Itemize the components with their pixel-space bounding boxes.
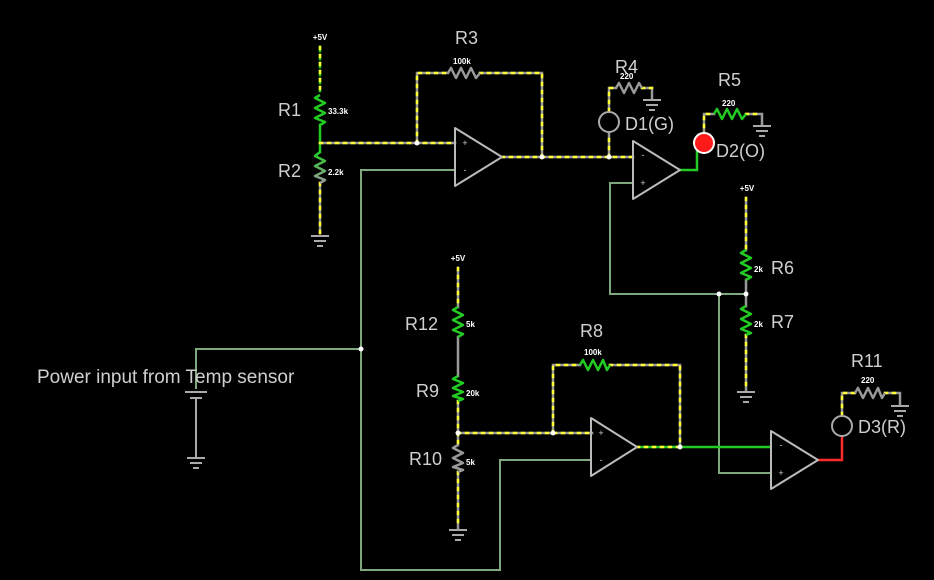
resistor-r3[interactable]	[446, 66, 481, 80]
led-d2-label: D2(O)	[716, 141, 765, 161]
ground-icon	[737, 391, 755, 403]
resistor-r7-ref: R7	[771, 312, 794, 332]
opamp-1[interactable]	[454, 127, 503, 187]
opamp-2-plus: +	[640, 178, 645, 188]
resistor-r12-ref: R12	[405, 314, 438, 334]
resistor-r4-value: 220	[620, 72, 634, 81]
opamp-2[interactable]	[632, 140, 681, 200]
resistor-r5[interactable]	[712, 107, 747, 121]
resistor-r5-ref: R5	[718, 70, 741, 90]
resistor-r11[interactable]	[853, 386, 887, 400]
resistor-r5-value: 220	[722, 99, 736, 108]
ground-icon	[311, 235, 329, 247]
resistor-r9[interactable]	[451, 374, 465, 403]
resistor-r8-ref: R8	[580, 321, 603, 341]
opamp-1-minus: -	[464, 165, 467, 175]
ground-icon	[187, 457, 205, 469]
resistor-r7-value: 2k	[754, 320, 763, 329]
ground-icon	[449, 529, 467, 541]
wire	[195, 348, 362, 389]
ground-icon	[643, 99, 661, 111]
wire	[415, 71, 544, 159]
resistor-r11-value: 220	[861, 376, 875, 385]
opamp-3[interactable]	[770, 430, 819, 490]
wire	[360, 169, 591, 571]
resistor-r4[interactable]	[614, 81, 644, 95]
resistor-r6-value: 2k	[754, 265, 763, 274]
ground-icon	[891, 405, 909, 417]
resistor-r10-value: 5k	[466, 458, 475, 467]
source-label: Power input from Temp sensor	[37, 367, 295, 388]
ground-icon	[753, 125, 771, 137]
led-d3-icon[interactable]	[831, 415, 853, 437]
resistor-r4-ref: R4	[615, 57, 638, 77]
opamp-3-minus: -	[780, 440, 783, 450]
led-d1-label: D1(G)	[625, 114, 674, 134]
resistor-r8-value: 100k	[584, 348, 602, 357]
opamp-2-minus: -	[642, 150, 645, 160]
resistor-r1[interactable]	[313, 93, 327, 127]
wire	[718, 293, 771, 474]
resistor-r6[interactable]	[739, 248, 753, 282]
current-dots	[318, 45, 902, 530]
opamp-4-minus: -	[600, 455, 603, 465]
resistor-r6-ref: R6	[771, 258, 794, 278]
resistor-r9-ref: R9	[416, 381, 439, 401]
ground-symbols	[187, 99, 909, 541]
wire	[678, 150, 699, 172]
led-d1-icon[interactable]	[598, 111, 620, 133]
led-d3-label: D3(R)	[858, 417, 906, 437]
opamp-4[interactable]	[590, 417, 638, 477]
junctions	[358, 140, 749, 450]
opamp-4-plus: +	[598, 428, 603, 438]
resistor-r2[interactable]	[313, 151, 327, 185]
resistor-r3-ref: R3	[455, 28, 478, 48]
resistor-r10[interactable]	[451, 443, 465, 474]
resistor-r9-value: 20k	[466, 389, 480, 398]
resistor-r1-value: 33.3k	[328, 107, 349, 116]
opamp-1-plus: +	[462, 138, 467, 148]
resistor-r11-ref: R11	[851, 351, 883, 371]
resistor-r1-ref: R1	[278, 100, 301, 120]
supply-label: +5V	[451, 254, 466, 263]
resistor-r10-ref: R10	[409, 449, 442, 469]
opamp-3-plus: +	[778, 468, 783, 478]
supply-label: +5V	[313, 33, 328, 42]
resistor-r2-ref: R2	[278, 161, 301, 181]
temp-sensor-source	[185, 391, 207, 458]
led-d2-icon[interactable]	[693, 132, 715, 154]
resistor-r2-value: 2.2k	[328, 168, 344, 177]
wire	[816, 435, 844, 462]
resistor-r12-value: 5k	[466, 320, 475, 329]
resistor-r3-value: 100k	[453, 57, 471, 66]
resistor-r7[interactable]	[739, 304, 753, 337]
supply-label: +5V	[740, 184, 755, 193]
resistor-r8[interactable]	[578, 358, 612, 372]
resistor-r12[interactable]	[451, 305, 465, 339]
wire	[609, 182, 747, 295]
